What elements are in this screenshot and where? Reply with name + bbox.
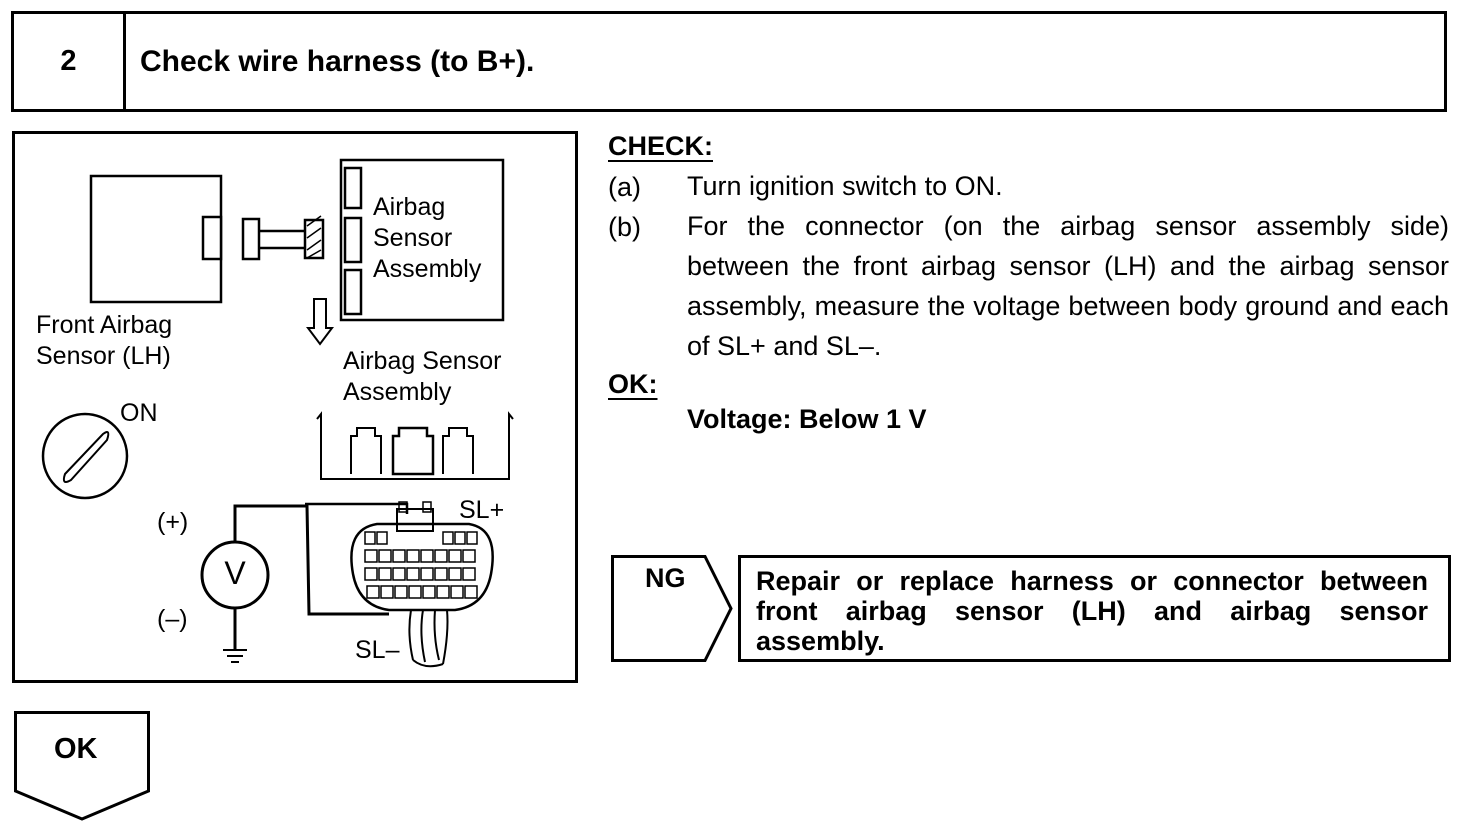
wiring-diagram-drawing [41,158,514,668]
plus-label: (+) [157,508,189,536]
on-label: ON [120,399,158,427]
sensor-assembly-top [339,158,505,322]
sensor-assembly-bottom-label: Airbag Sensor Assembly [343,347,502,406]
check-item-letter: (a) [608,172,641,202]
voltmeter-label: V [224,555,246,591]
check-item-text: Turn ignition switch to ON. [687,171,1003,201]
harness-connector-right [303,218,325,260]
check-heading: CHECK: [608,131,713,161]
wiring-illustration: Front Airbag Sensor (LH) Airbag Sensor A… [12,131,578,683]
minus-label: (–) [157,605,188,633]
check-item-text: For the connector (on the airbag sensor … [687,211,1449,361]
ng-arrow-tag [611,555,733,662]
front-sensor-label: Front Airbag Sensor (LH) [36,311,173,370]
front-sensor-body [89,174,223,304]
ng-action-text: Repair or replace harness or connector b… [756,566,1428,656]
down-arrow [306,298,334,346]
ok-spec: Voltage: Below 1 V [687,404,927,434]
check-item-letter: (b) [608,212,641,242]
ok-arrow-tag [14,711,150,821]
ok-heading: OK: [608,369,658,399]
front-sensor-connector [201,215,223,261]
ng-label: NG [645,563,686,593]
sensor-assembly-top-label: Airbag Sensor Assembly [373,193,482,283]
step-title: Check wire harness (to B+). [140,44,535,78]
ignition-switch [41,412,129,500]
sl-plus-label: SL+ [459,496,505,524]
step-number: 2 [14,14,126,109]
harness-connector-left [241,217,261,261]
harness-plug [350,522,494,612]
ok-label: OK [54,733,98,765]
sl-minus-label: SL– [355,636,400,664]
ng-action-box: Repair or replace harness or connector b… [738,555,1451,662]
step-header: 2 Check wire harness (to B+). [11,11,1447,112]
